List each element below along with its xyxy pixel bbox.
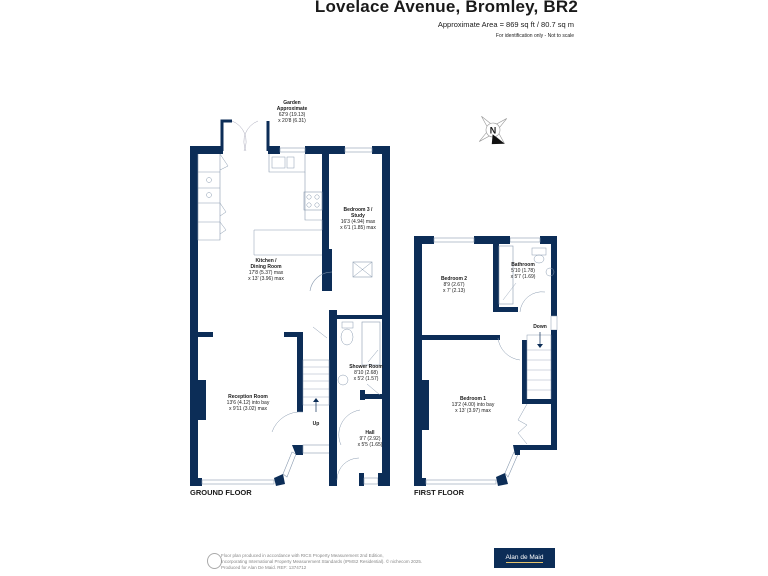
svg-text:Hall: Hall xyxy=(365,430,375,436)
room-label-reception: Reception Room 13'6 (4.12) into bay x 9'… xyxy=(227,394,270,412)
page-title: Lovelace Avenue, Bromley, BR2 xyxy=(314,0,578,16)
svg-text:62'9 (19.13): 62'9 (19.13) xyxy=(279,112,306,118)
stairs-first: Down xyxy=(522,324,552,401)
rics-badge-icon xyxy=(207,553,222,569)
svg-text:13'6 (4.12) into bay: 13'6 (4.12) into bay xyxy=(227,400,270,406)
svg-text:Bedroom 1: Bedroom 1 xyxy=(460,396,486,402)
svg-text:8'10 (2.68): 8'10 (2.68) xyxy=(354,370,378,376)
room-label-bedroom-2: Bedroom 2 8'9 (2.67) x 7' (2.13) xyxy=(441,276,467,294)
svg-text:Bedroom 2: Bedroom 2 xyxy=(441,276,467,282)
svg-text:Up: Up xyxy=(313,421,320,427)
svg-text:Dining Room: Dining Room xyxy=(250,264,282,270)
svg-text:x 5'5 (1.65): x 5'5 (1.65) xyxy=(358,442,383,448)
svg-text:Study: Study xyxy=(351,213,365,219)
svg-text:8'9 (2.67): 8'9 (2.67) xyxy=(444,282,465,288)
room-label-bedroom-3: Bedroom 3 / Study 16'3 (4.94) max x 6'1 … xyxy=(340,207,376,231)
room-label-hall: Hall 9'7 (2.92) x 5'5 (1.65) xyxy=(358,430,383,448)
footer-line-2: Incorporating International Property Mea… xyxy=(221,559,423,564)
svg-text:x 13' (3.97) max: x 13' (3.97) max xyxy=(455,408,491,414)
svg-text:x 7' (2.13): x 7' (2.13) xyxy=(443,288,465,294)
approximate-area: Approximate Area = 869 sq ft / 80.7 sq m xyxy=(437,20,574,29)
svg-text:5'10 (1.78): 5'10 (1.78) xyxy=(511,268,535,274)
svg-text:Garden: Garden xyxy=(283,100,301,106)
agent-logo-text: Alan de Maid xyxy=(505,553,544,563)
disclaimer-note: For identification only - Not to scale xyxy=(495,33,574,39)
svg-text:Kitchen /: Kitchen / xyxy=(255,258,277,264)
room-label-kitchen: Kitchen / Dining Room 17'8 (5.37) max x … xyxy=(248,258,284,282)
footer-line-3: Produced for Alan De Maid. REF: 1374712 xyxy=(221,565,307,570)
svg-text:Down: Down xyxy=(533,324,547,330)
svg-text:x 5'7 (1.69): x 5'7 (1.69) xyxy=(511,274,536,280)
svg-text:Reception Room: Reception Room xyxy=(228,394,268,400)
first-floor-plan: Down Bedroom 2 8'9 (2.67) x 7' (2.13) xyxy=(414,236,558,486)
ground-floor-label: GROUND FLOOR xyxy=(190,488,252,497)
room-label-bathroom: Bathroom 5'10 (1.78) x 5'7 (1.69) xyxy=(511,262,536,280)
svg-text:x 5'2 (1.57): x 5'2 (1.57) xyxy=(354,376,379,382)
svg-text:Bedroom 3 /: Bedroom 3 / xyxy=(344,207,374,213)
footer-disclaimer: Floor plan produced in accordance with R… xyxy=(221,553,422,571)
svg-text:N: N xyxy=(490,126,497,136)
garden-label: Garden Approximate 62'9 (19.13) x 20'8 (… xyxy=(277,100,308,124)
agent-logo: Alan de Maid xyxy=(494,548,555,568)
first-floor-label: FIRST FLOOR xyxy=(414,488,464,497)
compass-icon: N xyxy=(478,115,508,145)
room-label-shower-room: Shower Room 8'10 (2.68) x 5'2 (1.57) xyxy=(349,364,383,382)
stairs-ground: Up xyxy=(302,359,330,427)
room-label-bedroom-1: Bedroom 1 13'2 (4.00) into bay x 13' (3.… xyxy=(452,396,495,414)
svg-text:9'7 (2.92): 9'7 (2.92) xyxy=(360,436,381,442)
footer-line-1: Floor plan produced in accordance with R… xyxy=(221,553,384,558)
svg-text:16'3 (4.94) max: 16'3 (4.94) max xyxy=(341,219,376,225)
svg-text:Bathroom: Bathroom xyxy=(511,262,535,268)
svg-text:Approximate: Approximate xyxy=(277,106,308,112)
svg-text:Shower Room: Shower Room xyxy=(349,364,383,370)
svg-text:x 20'8 (6.31): x 20'8 (6.31) xyxy=(278,118,306,124)
svg-text:13'2 (4.00) into bay: 13'2 (4.00) into bay xyxy=(452,402,495,408)
svg-text:17'8 (5.37) max: 17'8 (5.37) max xyxy=(249,270,284,276)
svg-text:x 6'1 (1.85) max: x 6'1 (1.85) max xyxy=(340,225,376,231)
svg-text:x 13' (3.96) max: x 13' (3.96) max xyxy=(248,276,284,282)
svg-text:x 9'11 (3.02) max: x 9'11 (3.02) max xyxy=(229,406,268,412)
ground-floor-plan: Up Kitchen / Dining Room 17'8 (5.37) max… xyxy=(190,119,390,486)
